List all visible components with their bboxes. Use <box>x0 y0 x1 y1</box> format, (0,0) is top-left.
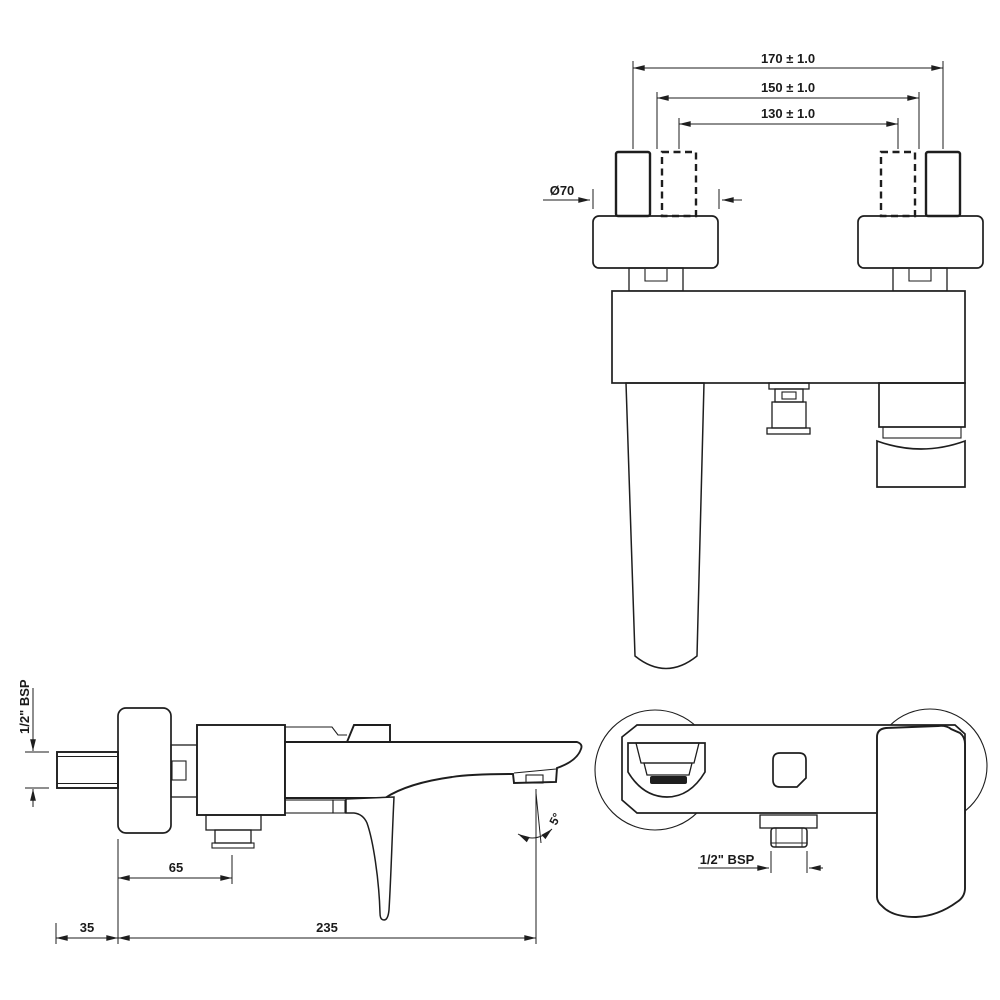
lever-handle-front <box>876 382 966 488</box>
wall-flange-left <box>592 215 719 269</box>
outlet-flare <box>211 842 255 849</box>
front-view: 170 ± 1.0 150 ± 1.0 130 ± 1.0 Ø70 <box>543 51 984 670</box>
inlet-thread-label: 1/2" BSP <box>17 679 32 734</box>
diverter-body <box>771 401 807 429</box>
mounting-posts <box>614 150 962 218</box>
outlet-thread <box>770 827 808 848</box>
neck-left <box>628 267 684 292</box>
flange-neck-side <box>170 744 198 798</box>
outlet-mount <box>759 814 818 829</box>
handle-blade <box>345 796 395 921</box>
body-top-step <box>285 726 347 736</box>
dim-label-dia70: Ø70 <box>550 183 575 198</box>
dimension-dia70: Ø70 <box>543 183 742 209</box>
mounting-post-solid-left <box>614 150 652 218</box>
outlet-thread <box>214 829 252 844</box>
neck-notch-right <box>908 269 932 282</box>
diverter-neck <box>774 388 804 403</box>
handle-mount-hinge <box>332 799 346 814</box>
inlet-pipe-body <box>56 751 119 789</box>
dim-label-170: 170 ± 1.0 <box>761 51 815 66</box>
dim-label-5deg: 5° <box>546 811 564 828</box>
dimension-65: 65 <box>118 855 233 884</box>
neck-right <box>892 267 948 292</box>
outlet-thread-label: 1/2" BSP <box>700 852 755 867</box>
dimension-inlet-bsp: 1/2" BSP <box>17 679 49 807</box>
spout-taper <box>635 742 700 764</box>
spout-tip-line <box>513 768 557 774</box>
aerator-mesh <box>650 776 687 784</box>
neck-notch-left <box>644 269 668 282</box>
dim-label-235: 235 <box>316 920 338 935</box>
dim-label-150: 150 ± 1.0 <box>761 80 815 95</box>
dimension-angle-5deg: 5° <box>517 792 564 844</box>
side-view: 1/2" BSP <box>17 679 583 944</box>
shower-outlet-side <box>205 814 262 849</box>
bottom-view: 1/2" BSP <box>594 708 988 918</box>
lever-handle-bottom <box>876 724 966 918</box>
diverter-window <box>781 391 797 400</box>
spout <box>625 382 705 670</box>
dimension-35: 35 <box>55 920 118 944</box>
aerator-housing <box>643 762 693 776</box>
wall-flange-side <box>117 707 172 834</box>
aerator-side <box>525 774 544 784</box>
mounting-post-dashed-right <box>879 150 917 218</box>
cartridge-cap <box>346 724 391 743</box>
inlet-pipe <box>56 751 119 789</box>
handle-grip <box>876 439 966 488</box>
diverter-base <box>766 427 811 435</box>
dimension-170: 170 ± 1.0 <box>632 51 944 149</box>
handle-block <box>878 382 966 428</box>
mounting-post-dashed-left <box>660 150 698 218</box>
lever-handle-side <box>284 796 395 921</box>
wall-flange-right <box>857 215 984 269</box>
dimension-235: 235 <box>117 789 537 944</box>
dim-label-130: 130 ± 1.0 <box>761 106 815 121</box>
mixer-body <box>611 290 966 384</box>
dimension-outlet-bsp: 1/2" BSP <box>698 851 823 873</box>
handle-mount-plate <box>284 799 334 814</box>
diverter-bottom <box>772 752 807 788</box>
handle-stem <box>882 426 962 439</box>
flange-necks <box>628 267 948 292</box>
angle-line <box>535 792 542 844</box>
diverter-collar <box>768 382 810 390</box>
mixer-body-side <box>196 724 286 816</box>
diverter-knob <box>766 382 811 435</box>
dim-label-35: 35 <box>80 920 94 935</box>
outlet-mount <box>205 814 262 831</box>
spout-bottom <box>627 742 706 798</box>
shower-outlet-bottom <box>759 814 818 848</box>
angle-arc <box>517 828 553 843</box>
dim-label-65: 65 <box>169 860 183 875</box>
spout-side <box>284 741 583 799</box>
dimension-130: 130 ± 1.0 <box>678 106 899 149</box>
spout-shell <box>627 742 706 798</box>
dimension-150: 150 ± 1.0 <box>656 80 920 149</box>
neck-detail <box>171 760 187 781</box>
mounting-post-solid-right <box>924 150 962 218</box>
